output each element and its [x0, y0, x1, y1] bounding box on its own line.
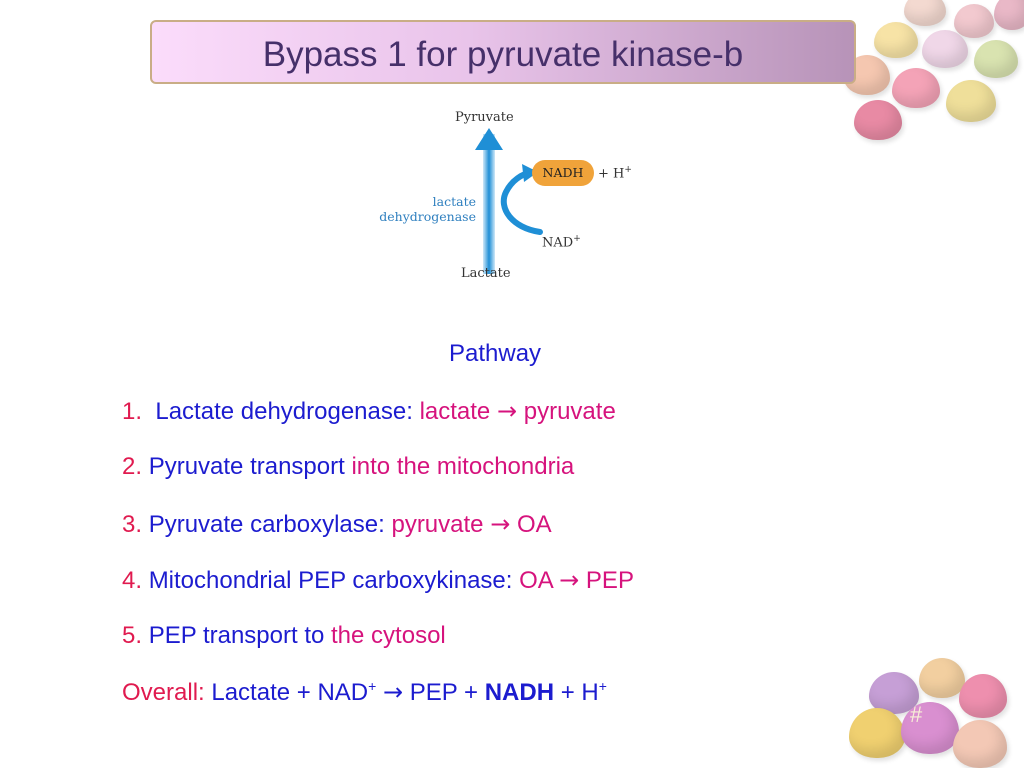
plus-h-label: + H+ — [598, 165, 632, 182]
lactate-label: Lactate — [461, 266, 511, 281]
reaction-arrow: → — [559, 566, 580, 594]
pathway-item-1: 1. Lactate dehydrogenase: lactate → pyru… — [122, 397, 616, 426]
overall-reactants: Lactate + NAD — [211, 679, 369, 706]
candy-eggs-decoration-bottom — [849, 650, 1024, 768]
overall-label: Overall: — [122, 679, 205, 706]
slide-number: # — [910, 702, 923, 727]
item-label: Pyruvate transport — [148, 453, 345, 480]
pathway-item-3: 3. Pyruvate carboxylase: pyruvate → OA — [122, 510, 552, 539]
item-label: Pyruvate carboxylase: — [148, 511, 385, 538]
item-product: OA — [516, 511, 552, 538]
cofactor-curved-arrow — [500, 169, 543, 235]
item-substrate: lactate — [419, 398, 491, 425]
overall-pep: PEP + — [409, 679, 479, 706]
overall-h: + H — [560, 679, 599, 706]
reaction-figure: Pyruvate Lactate lactate dehydrogenase N… — [372, 100, 652, 290]
item-number: 3. — [122, 511, 143, 538]
item-number: 1. — [122, 398, 143, 425]
pathway-item-4: 4. Mitochondrial PEP carboxykinase: OA →… — [122, 566, 634, 595]
cofactor-arrow-head — [522, 164, 538, 182]
slide-title: Bypass 1 for pyruvate kinase-b — [262, 35, 744, 74]
superscript-plus: + — [598, 678, 607, 694]
item-label: PEP transport to — [148, 622, 325, 649]
item-number: 4. — [122, 567, 143, 594]
reaction-arrow: → — [496, 397, 518, 425]
reaction-arrow: → — [490, 510, 511, 538]
reaction-arrow: → — [382, 678, 404, 706]
enzyme-label: lactate dehydrogenase — [372, 194, 476, 224]
main-arrow-head — [475, 128, 503, 150]
enzyme-line2: dehydrogenase — [379, 209, 476, 224]
pathway-heading: Pathway — [449, 340, 542, 367]
item-substrate: pyruvate — [391, 511, 484, 538]
overall-equation: Overall: Lactate + NAD+ → PEP + NADH + H… — [122, 678, 607, 707]
nadh-badge: NADH — [532, 160, 594, 186]
item-number: 5. — [122, 622, 143, 649]
superscript-plus: + — [368, 678, 377, 694]
pyruvate-label: Pyruvate — [455, 110, 514, 125]
item-number: 2. — [122, 453, 143, 480]
pathway-item-2: 2. Pyruvate transport into the mitochond… — [122, 453, 574, 481]
overall-nadh: NADH — [484, 679, 555, 706]
main-arrow-shaft — [483, 134, 495, 274]
nad-plus-label: NAD+ — [542, 234, 581, 251]
reaction-arrows — [475, 128, 543, 274]
title-box: Bypass 1 for pyruvate kinase-b — [150, 20, 856, 84]
pathway-item-5: 5. PEP transport to the cytosol — [122, 622, 446, 650]
item-detail: the cytosol — [331, 622, 446, 649]
item-product: pyruvate — [523, 398, 616, 425]
item-label: Lactate dehydrogenase: — [155, 398, 413, 425]
candy-eggs-decoration-top — [834, 0, 1024, 150]
item-substrate: OA — [519, 567, 553, 594]
enzyme-line1: lactate — [432, 194, 476, 209]
item-detail: into the mitochondria — [351, 453, 575, 480]
item-label: Mitochondrial PEP carboxykinase: — [148, 567, 513, 594]
item-product: PEP — [585, 567, 634, 594]
